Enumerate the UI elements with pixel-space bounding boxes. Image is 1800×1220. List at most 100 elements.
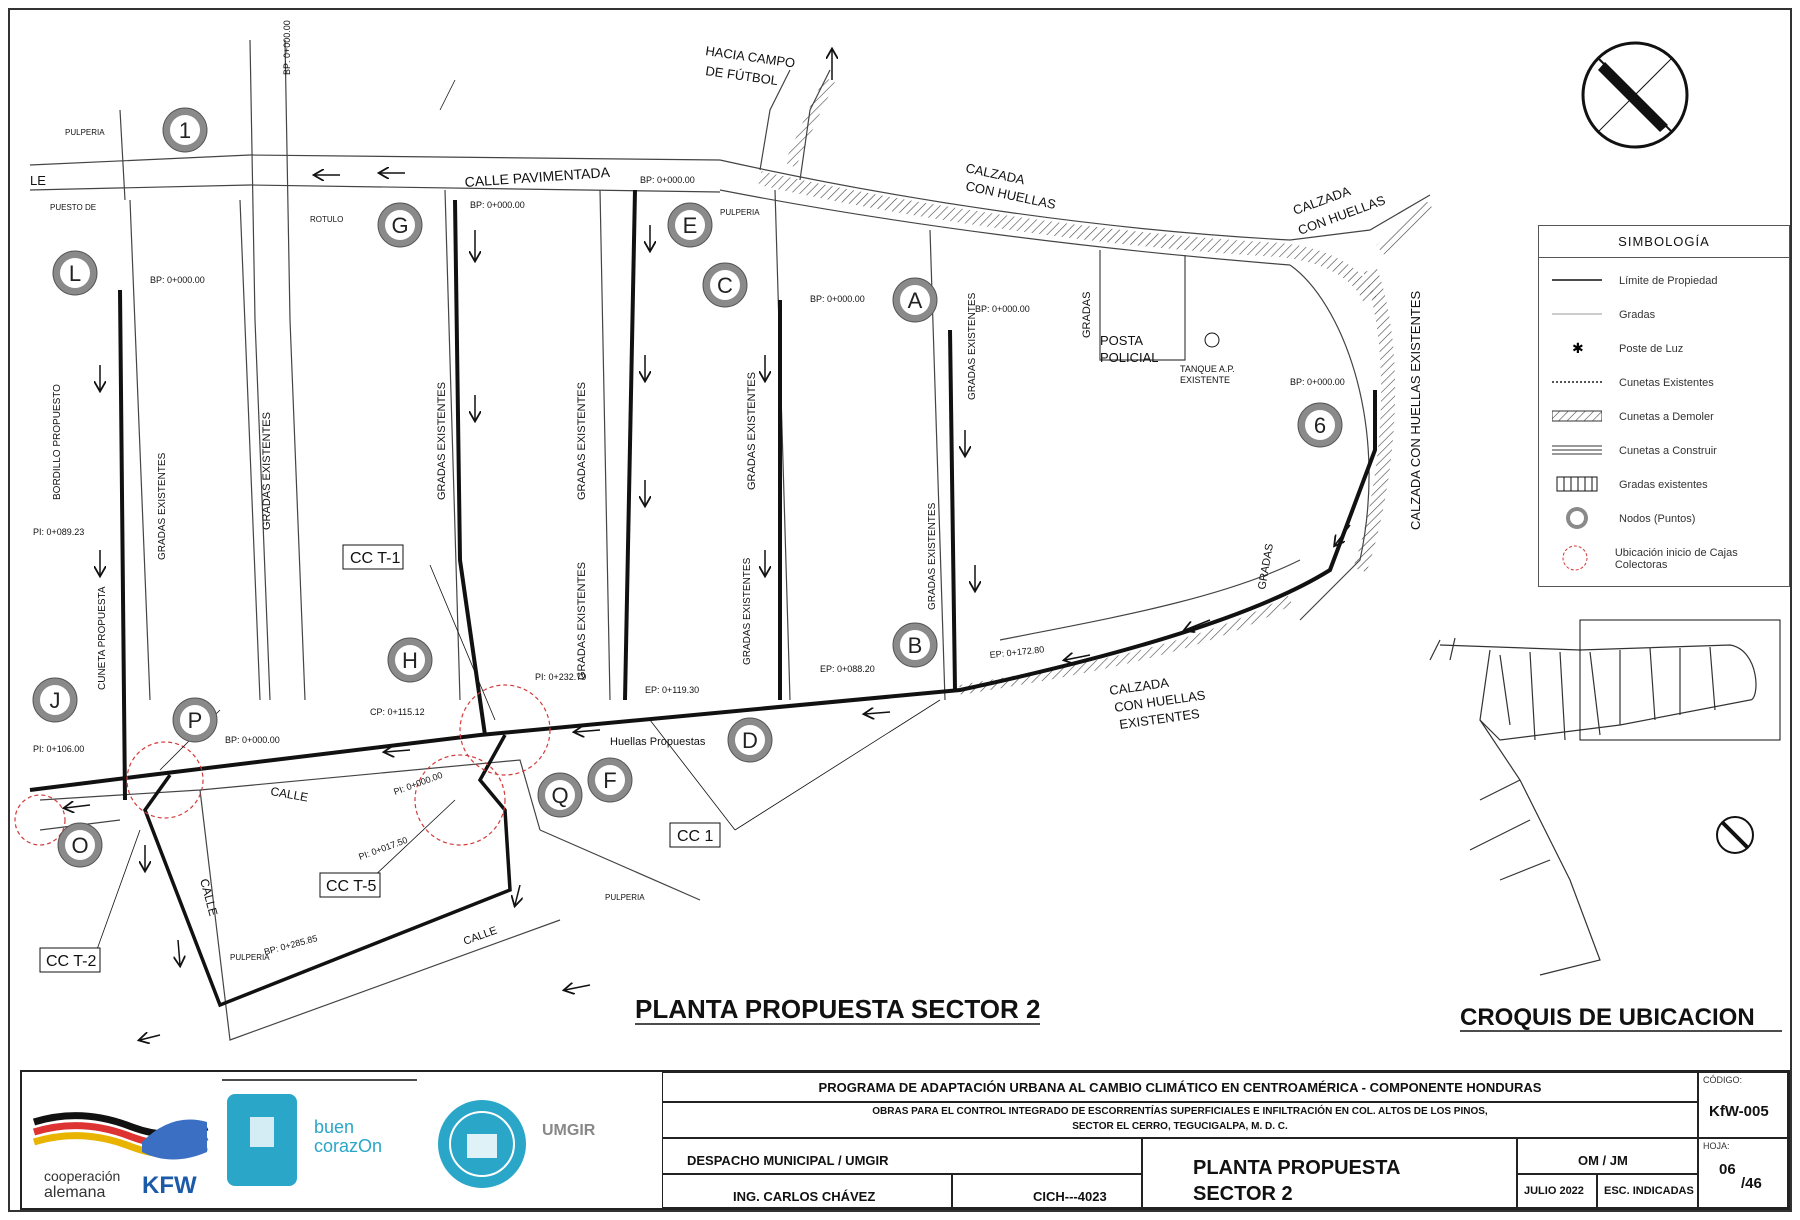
node-label: P — [188, 708, 203, 733]
station-pi-j: PI: 0+106.00 — [33, 744, 84, 754]
legend-triple-icon — [1547, 444, 1607, 459]
node-label: H — [402, 648, 418, 673]
node-g: G — [377, 202, 423, 248]
node-e: E — [667, 202, 713, 248]
logos-area: cooperación alemana KFW buen corazOn UMG… — [22, 1072, 662, 1208]
legend-line-icon — [1547, 275, 1607, 288]
label-gradas-ex-8: GRADAS EXISTENTES — [927, 502, 938, 610]
cct5-label: CC T-5 — [326, 878, 376, 895]
logos — [32, 1079, 526, 1188]
label-gradas-1: GRADAS — [1081, 292, 1093, 338]
codigo-cell: CÓDIGO: KfW-005 — [1698, 1072, 1788, 1138]
fecha-cell: JULIO 2022 — [1517, 1174, 1597, 1208]
node-c: C — [702, 262, 748, 308]
property-lines — [29, 39, 1431, 1041]
legend-post-icon: ✱ — [1547, 340, 1607, 359]
label-gradas-ex-2: GRADAS EXISTENTES — [261, 412, 273, 530]
label-rotulo: ROTULO — [310, 215, 343, 224]
label-pulperia-1: PULPERIA — [65, 128, 105, 137]
node-o: O — [57, 822, 103, 868]
node-label: E — [683, 213, 698, 238]
asesor-cell: DESPACHO MUNICIPAL / UMGIR — [662, 1138, 1142, 1174]
station-bp-6: BP: 0+000.00 — [1290, 377, 1345, 387]
hoja-cell: HOJA: 06 /46 — [1698, 1138, 1788, 1208]
label-gradas-ex-1: GRADAS EXISTENTES — [436, 382, 448, 500]
program-title: PROGRAMA DE ADAPTACIÓN URBANA AL CAMBIO … — [818, 1080, 1542, 1095]
codigo-value: KfW-005 — [1709, 1103, 1769, 1120]
legend-item: Ubicación inicio de Cajas Colectoras — [1547, 536, 1781, 582]
station-bp-top: BP: 0+000.00 — [282, 20, 292, 75]
plano-line-2: SECTOR 2 — [1193, 1183, 1293, 1205]
legend-steps-icon — [1547, 475, 1607, 496]
croquis-north-icon — [1716, 816, 1754, 854]
plano-cell: PLANTA PROPUESTA SECTOR 2 — [1142, 1138, 1517, 1208]
node-f: F — [587, 757, 633, 803]
legend-dots-icon — [1547, 377, 1607, 390]
node-j: J — [32, 677, 78, 723]
drawing-title: PLANTA PROPUESTA SECTOR 2 — [635, 994, 1040, 1024]
node-label: O — [71, 833, 88, 858]
legend-thin-icon — [1547, 309, 1607, 322]
croquis-title: CROQUIS DE UBICACION — [1460, 1004, 1755, 1031]
node-markers: 1G E L C A 6B H J P D FQ O — [32, 107, 1343, 868]
node-label: 6 — [1314, 413, 1326, 438]
cct1-label: CC T-1 — [350, 550, 400, 567]
asesor-value: DESPACHO MUNICIPAL / UMGIR — [687, 1153, 889, 1168]
node-label: A — [908, 288, 923, 313]
legend-item-label: Límite de Propiedad — [1619, 275, 1718, 287]
label-puesto: PUESTO DE — [50, 203, 96, 212]
legend-hatch-icon — [1547, 410, 1607, 425]
legend-item-label: Gradas existentes — [1619, 479, 1708, 491]
node-label: L — [69, 261, 81, 286]
node-label: B — [908, 633, 923, 658]
node-q: Q — [537, 772, 583, 818]
legend-dashcircle-icon — [1547, 543, 1603, 576]
legend-item: Cunetas a Demoler — [1547, 400, 1781, 434]
node-6: 6 — [1297, 402, 1343, 448]
label-gradas-ex-7: GRADAS EXISTENTES — [742, 557, 753, 665]
drawing-sheet — [8, 8, 1792, 1212]
coop-line-1: cooperación — [44, 1168, 121, 1184]
label-calzada-vert: CALZADA CON HUELLAS EXISTENTES — [1408, 291, 1423, 530]
node-label: D — [742, 728, 758, 753]
station-cp-h: CP: 0+115.12 — [370, 707, 425, 717]
map-labels: HACIA CAMPO DE FÚTBOL CALLE PAVIMENTADA … — [30, 20, 1423, 962]
legend-item: Nodos (Puntos) — [1547, 502, 1781, 536]
label-gradas-ex-3: GRADAS EXISTENTES — [157, 452, 168, 560]
legend-item: ✱ Poste de Luz — [1547, 332, 1781, 366]
flow-arrows — [65, 50, 1351, 1040]
station-bp-calle: BP: 0+285.85 — [263, 933, 319, 957]
node-h: H — [387, 637, 433, 683]
responsable-value: ING. CARLOS CHÁVEZ — [733, 1189, 876, 1204]
label-pulperia-3: PULPERIA — [605, 893, 645, 902]
label-pulperia-4: PULPERIA — [230, 953, 270, 962]
label-posta-b: POLICIAL — [1100, 350, 1159, 365]
label-tanque-a: TANQUE A.P. — [1180, 364, 1235, 374]
legend-item-label: Nodos (Puntos) — [1619, 513, 1696, 525]
legend-item: Límite de Propiedad — [1547, 264, 1781, 298]
buen-line-2: corazOn — [314, 1136, 383, 1156]
responsable-cell: ING. CARLOS CHÁVEZ — [662, 1174, 952, 1208]
escala-value: ESC. INDICADAS — [1604, 1185, 1694, 1197]
obra-cell: OBRAS PARA EL CONTROL INTEGRADO DE ESCOR… — [662, 1102, 1698, 1138]
node-1: 1 — [162, 107, 208, 153]
collector-boxes — [14, 684, 551, 846]
label-calle-pavimentada: CALLE PAVIMENTADA — [464, 164, 611, 190]
cct2-label: CC T-2 — [46, 953, 96, 970]
escala-cell: ESC. INDICADAS — [1597, 1174, 1698, 1208]
label-calle-1: CALLE — [269, 784, 309, 804]
label-gradas-ex-9: GRADAS EXISTENTES — [967, 292, 978, 400]
leader-lines — [94, 79, 941, 956]
kfw-logo: KFW — [142, 1172, 197, 1199]
hoja-label: HOJA: — [1703, 1141, 1730, 1151]
station-bp-e: BP: 0+000.00 — [640, 175, 695, 185]
label-pulperia-2: PULPERIA — [720, 208, 760, 217]
proposed-drainage — [29, 189, 1377, 1008]
legend-item-label: Poste de Luz — [1619, 343, 1684, 355]
title-block: cooperación alemana KFW buen corazOn UMG… — [20, 1070, 1790, 1210]
legend-item-label: Cunetas Existentes — [1619, 377, 1714, 389]
node-p: P — [172, 697, 218, 743]
node-l: L — [52, 250, 98, 296]
legend-item-label: Cunetas a Demoler — [1619, 411, 1714, 423]
